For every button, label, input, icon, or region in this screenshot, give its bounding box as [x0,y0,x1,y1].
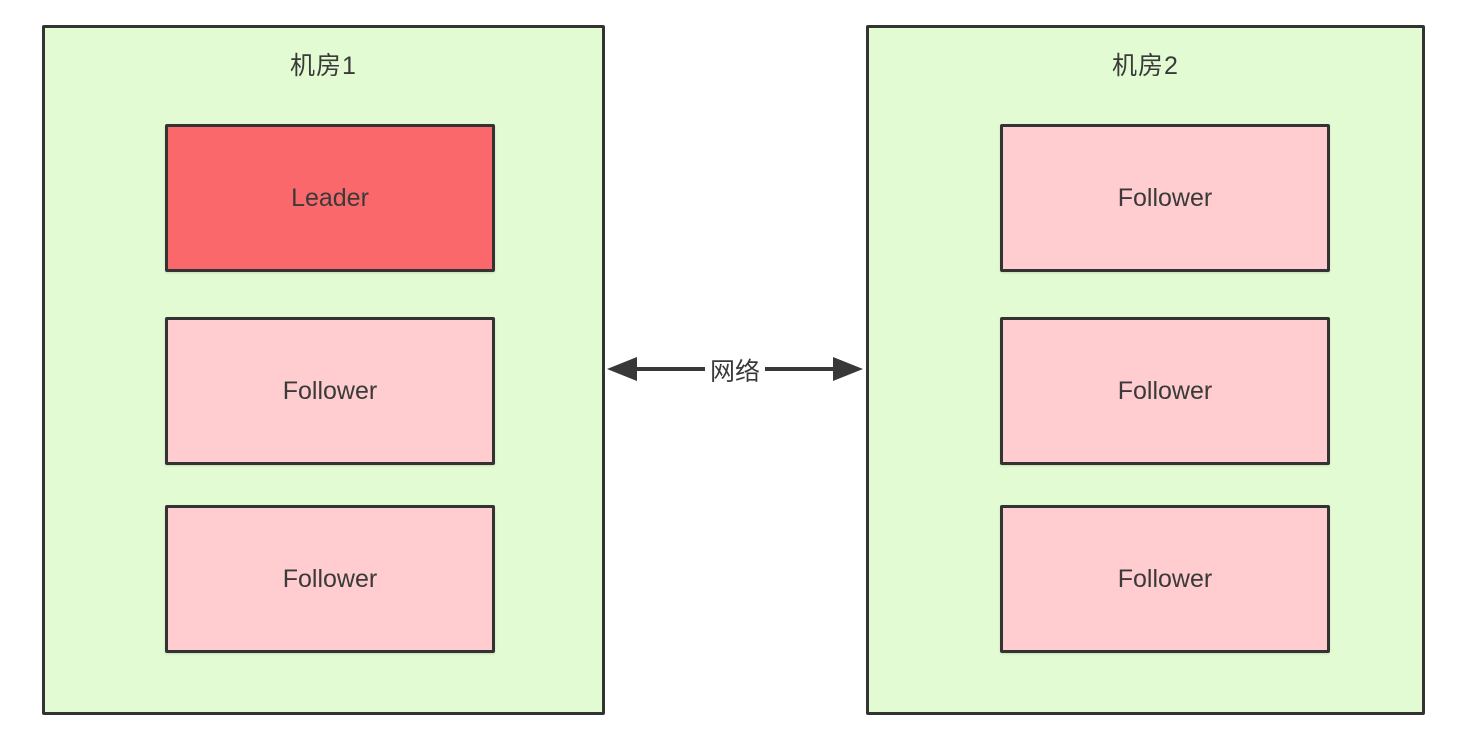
datacenter-2-title: 机房2 [1112,52,1179,80]
follower-node: Follower [1000,124,1330,272]
datacenter-1: 机房1 Leader Follower Follower [42,25,605,715]
node-label: Follower [282,376,378,405]
follower-node: Follower [1000,317,1330,465]
leader-node: Leader [165,124,495,272]
network-label: 网络 [704,351,766,389]
node-label: Follower [1117,183,1213,212]
node-label: Leader [291,183,369,212]
datacenter-2: 机房2 Follower Follower Follower [866,25,1425,715]
follower-node: Follower [165,505,495,653]
datacenter-1-title: 机房1 [290,52,357,80]
follower-node: Follower [165,317,495,465]
node-label: Follower [282,564,378,593]
follower-node: Follower [1000,505,1330,653]
node-label: Follower [1117,376,1213,405]
node-label: Follower [1117,564,1213,593]
